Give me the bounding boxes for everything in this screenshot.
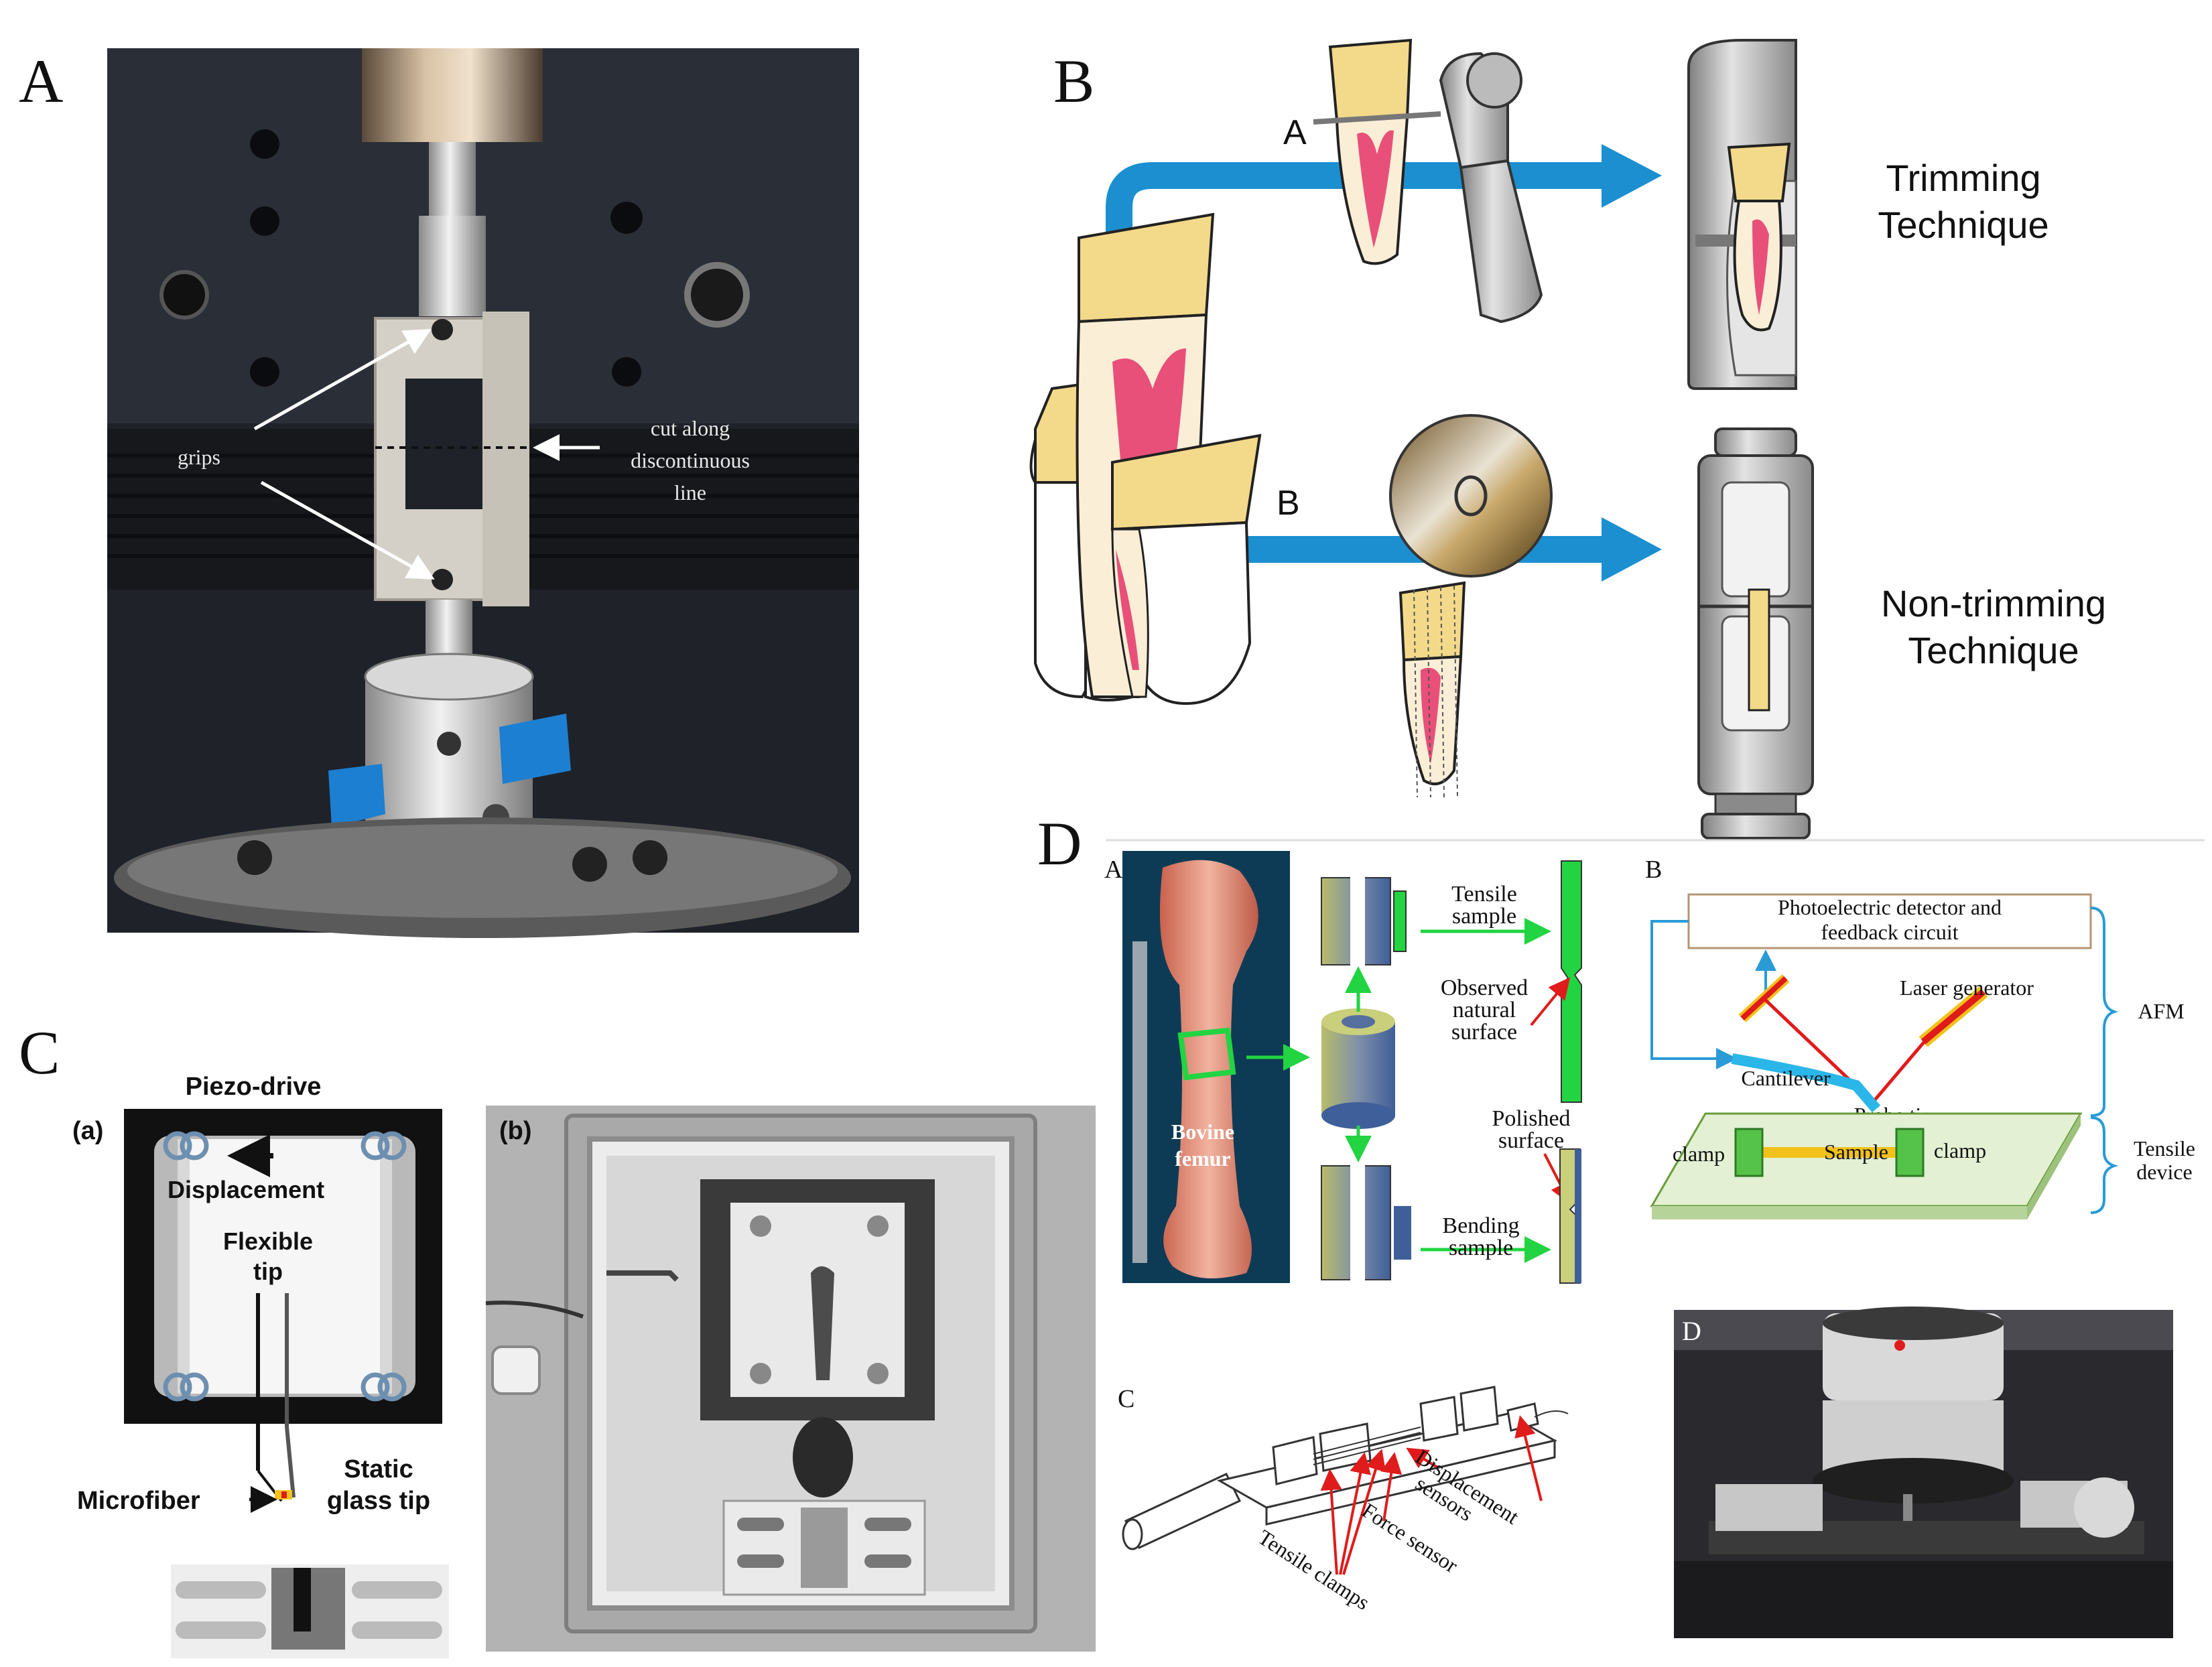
panel-a: A	[19, 47, 859, 938]
non-trimming-label-1: Non-trimming	[1881, 582, 2106, 624]
piezo-label: Piezo-drive	[186, 1073, 322, 1101]
panel-c-letter: C	[19, 1018, 60, 1087]
panel-d-sub-a: A	[1104, 856, 1123, 884]
static-label-1: Static	[344, 1455, 413, 1483]
panel-d: D A Bovine femur Tensile samp	[1037, 809, 2205, 1638]
afm-bracket	[2090, 907, 2119, 1117]
laser-beam-incident	[1872, 1034, 1931, 1104]
bovine-femur	[1159, 860, 1258, 1278]
clamp-label-right: clamp	[1934, 1138, 1986, 1162]
device-bracket	[2090, 1116, 2119, 1214]
detector-label-2: feedback circuit	[1821, 920, 1958, 944]
non-trimming-label-2: Technique	[1908, 629, 2079, 671]
sample-label: Sample	[1824, 1140, 1888, 1164]
flexible-label-1: Flexible	[223, 1227, 313, 1255]
right-clamp	[1895, 1128, 1925, 1177]
grips-arrow-lower	[260, 480, 435, 580]
sliced-tooth-b	[1398, 581, 1466, 798]
bending-tube	[1321, 1159, 1411, 1283]
tensile-device-label-2: device	[2136, 1160, 2193, 1184]
actuator-cylinder	[362, 48, 543, 142]
panel-d-sub-d: D	[1682, 1316, 1701, 1346]
blue-tape-left	[328, 764, 385, 827]
microfiber-label: Microfiber	[77, 1487, 200, 1515]
bending-label-1: Bending	[1442, 1213, 1519, 1238]
trimming-jig	[1687, 39, 1797, 390]
panel-b: B A B	[1029, 38, 2106, 840]
tensile-tube	[1321, 871, 1391, 968]
observed-label-2: natural	[1453, 998, 1516, 1022]
grips-arrow-upper	[253, 329, 432, 431]
detector-label-1: Photoelectric detector and	[1778, 895, 2002, 919]
panel-d-sub-c: C	[1118, 1385, 1134, 1413]
trimming-label-1: Trimming	[1886, 157, 2040, 199]
flexible-label-2: tip	[253, 1258, 283, 1285]
clamp-label-left: clamp	[1673, 1142, 1725, 1166]
afm-label: AFM	[2138, 999, 2184, 1023]
specimen	[811, 1266, 834, 1380]
panel-a-letter: A	[19, 47, 63, 115]
bending-label-2: sample	[1449, 1236, 1513, 1260]
cantilever	[1731, 1053, 1881, 1113]
panel-b-letter: B	[1053, 47, 1094, 115]
tensile-sample	[1561, 860, 1582, 1103]
panel-d-letter: D	[1037, 809, 1082, 878]
feedback-line	[1650, 920, 1738, 1069]
trim-route-arrow	[1106, 162, 1608, 315]
panel-d-sub-b: B	[1645, 856, 1662, 884]
laser-label: Laser generator	[1900, 976, 2034, 1000]
static-label-2: glass tip	[327, 1487, 430, 1515]
observed-label-3: surface	[1451, 1020, 1517, 1045]
route-a-label: A	[1283, 113, 1307, 152]
dental-handpiece	[1439, 52, 1543, 324]
static-glass-tip	[285, 1426, 296, 1498]
bovine-label-2: femur	[1175, 1146, 1231, 1171]
cut-region	[1177, 1027, 1236, 1081]
cut-label-2: discontinuous	[631, 448, 750, 472]
tensile-device-drawing	[1122, 1386, 1558, 1550]
upper-grip-rod	[419, 216, 486, 316]
bone-sample	[1756, 1147, 1903, 1158]
displacement-label: Displacement	[168, 1176, 324, 1203]
tensile-sample-label-1: Tensile	[1451, 882, 1517, 907]
panel-c: C Piezo-drive (a) Displacement Flexible …	[19, 1018, 1096, 1658]
bone-tube	[1321, 1008, 1395, 1129]
cut-label-1: cut along	[651, 416, 730, 440]
panel-c-sub-a: (a)	[72, 1117, 103, 1145]
cantilever-label: Cantilever	[1741, 1066, 1831, 1090]
panel-c-sub-b: (b)	[499, 1117, 532, 1145]
tensile-sample-label-2: sample	[1452, 904, 1516, 929]
cut-label-3: line	[674, 480, 706, 505]
tensile-device-label-1: Tensile	[2134, 1136, 2195, 1160]
polished-label-2: surface	[1498, 1128, 1564, 1153]
polished-label-1: Polished	[1492, 1106, 1570, 1131]
detector-box	[1687, 893, 2092, 949]
tensile-clamps-label: Tensile clamps	[1254, 1525, 1374, 1615]
left-clamp	[1734, 1128, 1764, 1177]
diamond-disc	[1389, 414, 1553, 578]
bovine-label-1: Bovine	[1171, 1120, 1234, 1144]
tooth-halves	[1029, 212, 1262, 706]
grips-label: grips	[178, 445, 220, 469]
observed-label-1: Observed	[1441, 976, 1528, 1000]
blue-tape-right	[499, 714, 571, 784]
trimming-label-2: Technique	[1878, 204, 2048, 246]
trimmed-tooth-a	[1313, 38, 1441, 265]
route-b-label: B	[1277, 484, 1300, 523]
non-trimming-jig	[1697, 427, 1814, 840]
